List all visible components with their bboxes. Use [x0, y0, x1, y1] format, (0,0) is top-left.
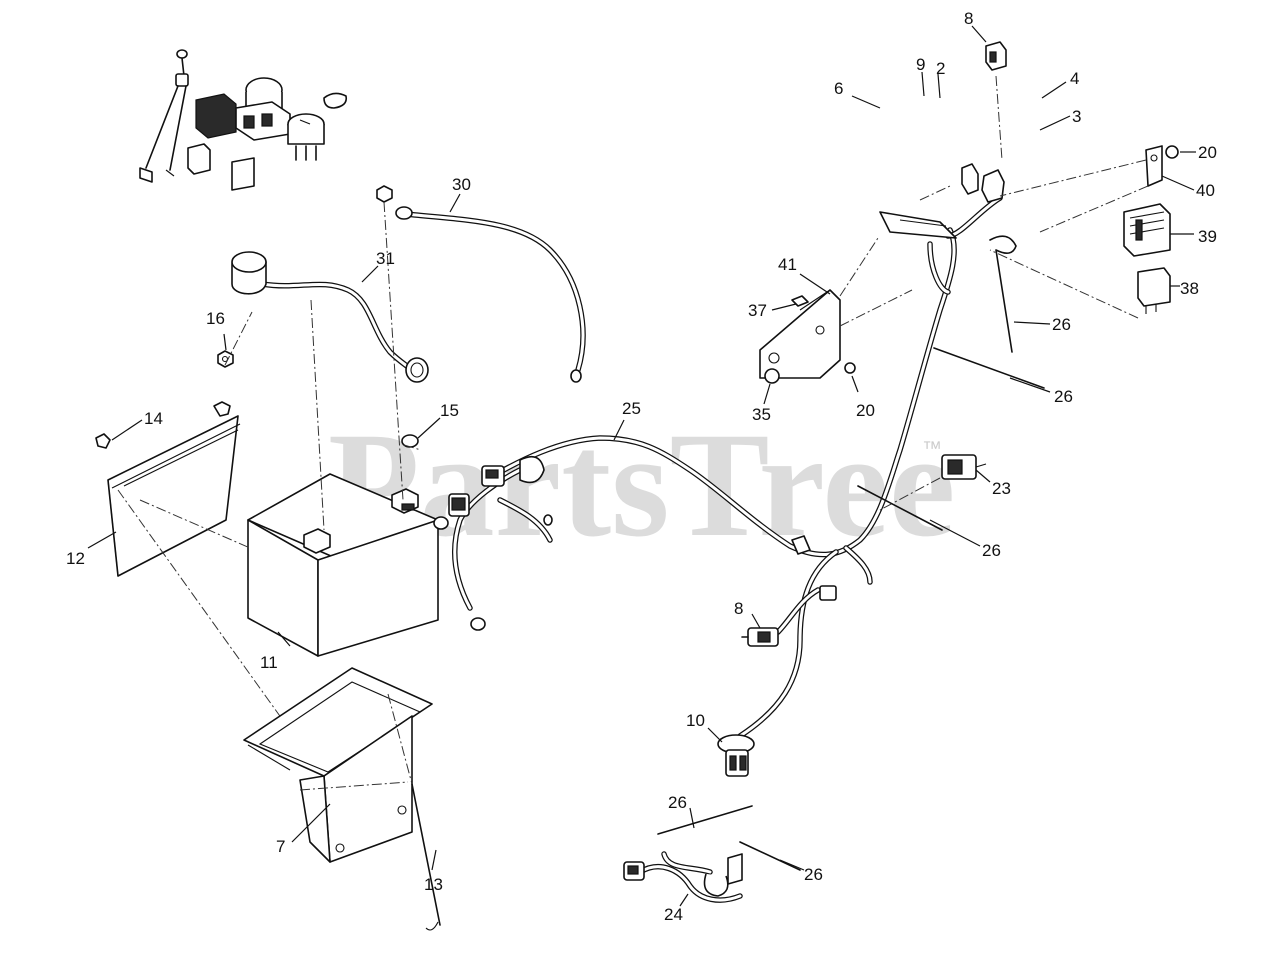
callout-3: 3: [1072, 107, 1081, 126]
callout-12: 12: [66, 549, 85, 568]
callout-39: 39: [1198, 227, 1217, 246]
callout-26-a: 26: [1052, 315, 1071, 334]
leader-lines: [87, 25, 1196, 907]
callout-8-upper: 8: [964, 9, 973, 28]
callout-9: 9: [916, 55, 925, 74]
part-14-wing-nuts: [95, 401, 231, 449]
part-25-main-harness: [448, 195, 1003, 739]
assembly-lines-left: [117, 201, 422, 787]
watermark-trademark: ™: [922, 438, 942, 460]
callout-35: 35: [752, 405, 771, 424]
callouts: 2 3 4 6 7 8 8 9 10 11 12 13 14 15 16 20 …: [66, 9, 1217, 924]
part-40-relay-bracket: [1145, 145, 1179, 187]
callout-30: 30: [452, 175, 471, 194]
part-9-relay: [187, 93, 237, 175]
callout-26-d: 26: [668, 793, 687, 812]
part-4-key: [323, 92, 348, 109]
callout-38: 38: [1180, 279, 1199, 298]
callout-26-c: 26: [982, 541, 1001, 560]
part-8-switch-upper: [919, 41, 1007, 203]
callout-4: 4: [1070, 69, 1079, 88]
callout-31: 31: [376, 249, 395, 268]
part-7-battery-tray: [243, 667, 433, 863]
callout-10: 10: [686, 711, 705, 730]
part-39-fuse-block: [1123, 203, 1171, 257]
callout-26-b: 26: [1054, 387, 1073, 406]
callout-26-e: 26: [804, 865, 823, 884]
part-2-pto-switch: [231, 77, 291, 191]
part-38-relay: [989, 159, 1171, 319]
callout-20-right: 20: [1198, 143, 1217, 162]
part-3-ignition-switch: [287, 113, 325, 161]
callout-40: 40: [1196, 181, 1215, 200]
part-6-wire-lead: [139, 49, 189, 183]
part-10-connector: [717, 734, 755, 777]
callout-8-lower: 8: [734, 599, 743, 618]
callout-20-lower: 20: [856, 401, 875, 420]
callout-7: 7: [276, 837, 285, 856]
part-11-battery: [247, 473, 439, 657]
part-13-hold-down-rod: [299, 693, 441, 931]
part-23-connector: [879, 454, 987, 511]
part-12-battery-plate: [107, 415, 241, 577]
callout-15: 15: [440, 401, 459, 420]
part-24-lower-harness: [623, 851, 743, 903]
callout-2: 2: [936, 59, 945, 78]
callout-23: 23: [992, 479, 1011, 498]
callout-14: 14: [144, 409, 163, 428]
callout-41: 41: [778, 255, 797, 274]
callout-25: 25: [622, 399, 641, 418]
part-26-cable-ties: [657, 235, 1045, 871]
callout-6: 6: [834, 79, 843, 98]
callout-24: 24: [664, 905, 683, 924]
part-30-negative-cable: [376, 185, 586, 383]
callout-11: 11: [260, 653, 278, 672]
part-41-bracket: [759, 237, 913, 384]
part-31-positive-cable: [231, 251, 429, 383]
callout-16: 16: [206, 309, 225, 328]
callout-13: 13: [424, 875, 443, 894]
callout-37: 37: [748, 301, 767, 320]
part-8-switch-lower: [741, 627, 779, 647]
